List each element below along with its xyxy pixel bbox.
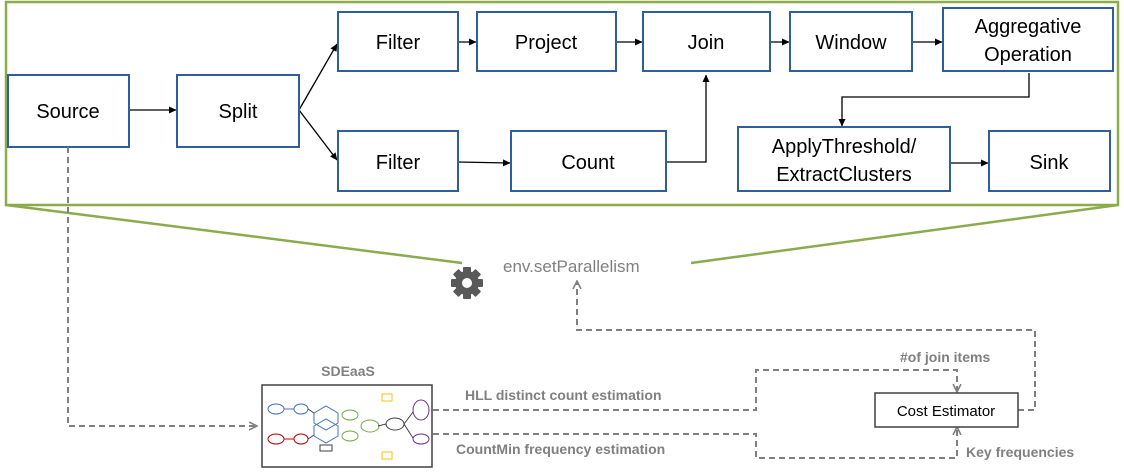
edge-aggregate-apply [838, 73, 1030, 127]
hll-label: HLL distinct count estimation [465, 387, 662, 403]
node-apply-threshold: ApplyThreshold/ ExtractClusters [737, 126, 951, 192]
cost-estimator-box: Cost Estimator [874, 392, 1019, 428]
node-split-label: Split [219, 101, 258, 123]
dashed-connectors [67, 147, 1036, 459]
node-count-label: Count [561, 152, 615, 174]
node-join: Join [642, 11, 771, 72]
zoom-frame [4, 0, 1120, 207]
node-join-label: Join [688, 32, 725, 54]
node-filter-top-label: Filter [376, 32, 421, 54]
edge-filter-count [457, 159, 511, 167]
edge-count-join [666, 74, 710, 163]
node-project-label: Project [515, 32, 578, 54]
node-count: Count [510, 130, 667, 192]
node-window-label: Window [815, 32, 887, 54]
zoom-line-right [690, 203, 1119, 265]
edge-hll-cost [433, 369, 957, 411]
sdeaas-box [261, 384, 433, 468]
sdeaas-title: SDEaaS [321, 363, 375, 379]
node-aggregative-label-line1: Aggregative [975, 16, 1082, 38]
edge-split-filter-top [298, 43, 338, 111]
cost-estimator-label: Cost Estimator [897, 403, 995, 420]
node-apply-label-line1: ApplyThreshold/ [772, 136, 917, 158]
edge-source-sdeaas [67, 147, 257, 426]
node-source-label: Source [36, 101, 99, 123]
edge-split-filter-bottom [298, 109, 338, 161]
parallelism-label: env.setParallelism [503, 257, 640, 276]
sdeaas-topology-thumbnail [267, 393, 430, 460]
edge-countmin-cost [433, 427, 957, 459]
join-items-label: #of join items [900, 349, 990, 365]
node-apply-label-line2: ExtractClusters [776, 164, 912, 186]
node-source: Source [7, 74, 130, 148]
node-sink: Sink [988, 130, 1111, 192]
zoom-line-left [5, 203, 463, 265]
key-frequencies-label: Key frequencies [966, 444, 1074, 460]
node-filter-top: Filter [337, 11, 459, 72]
node-aggregative-operation: Aggregative Operation [942, 7, 1114, 72]
pipeline-nodes: Source Split Filter Project Join Window … [7, 7, 1114, 192]
edge-cost-parallelism [577, 281, 1036, 411]
node-aggregative-label-line2: Operation [984, 44, 1072, 66]
node-window: Window [789, 11, 913, 72]
node-project: Project [476, 11, 617, 72]
node-sink-label: Sink [1030, 152, 1070, 174]
countmin-label: CountMin frequency estimation [456, 441, 665, 457]
node-filter-bottom-label: Filter [376, 152, 421, 174]
node-filter-bottom: Filter [337, 130, 459, 192]
pipeline-edges [129, 38, 1030, 167]
gear-icon [451, 267, 483, 299]
node-split: Split [176, 74, 300, 148]
